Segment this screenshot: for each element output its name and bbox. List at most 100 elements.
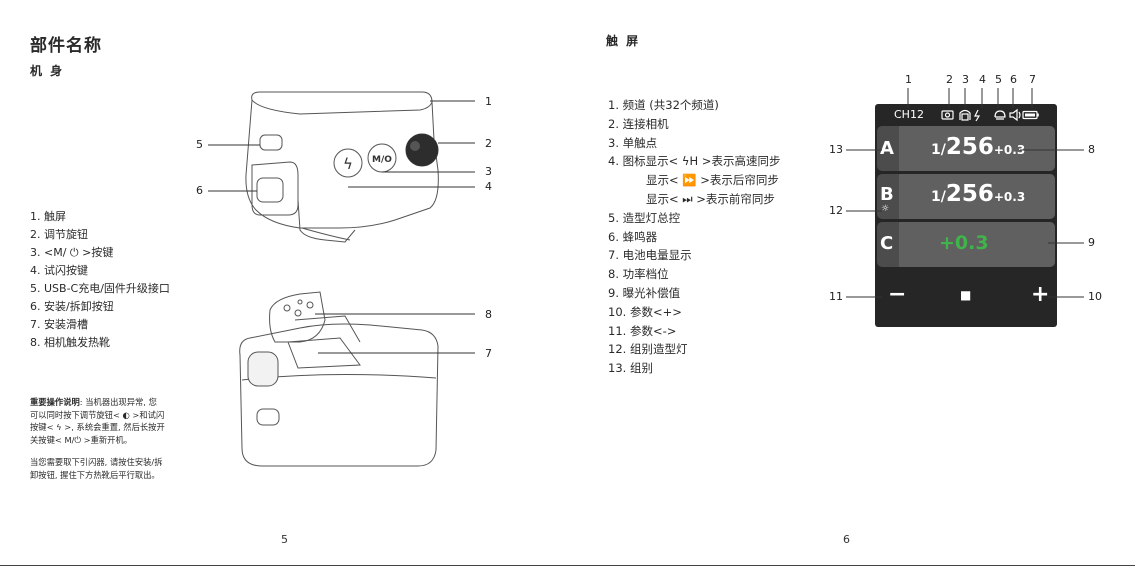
callout-number: 2 <box>485 137 492 150</box>
list-item: 13. 组别 <box>608 361 653 376</box>
callout-number: 1 <box>485 95 492 108</box>
plus-button[interactable]: + <box>1031 282 1050 307</box>
buzzer-icon <box>1009 108 1018 122</box>
group-c-strip <box>899 222 1055 267</box>
callout-number: 7 <box>485 347 492 360</box>
group-label: A <box>880 138 894 159</box>
group-modeling-light-icon: ☼ <box>881 204 890 214</box>
list-item: 6. 蜂鸣器 <box>608 229 658 244</box>
exposure-compensation-value: +0.3 <box>939 232 989 254</box>
removal-note: 当您需要取下引闪器, 请按住安装/拆 卸按钮, 握住下方热靴后平行取出。 <box>30 456 163 481</box>
page-number: 5 <box>281 533 288 546</box>
list-item: 5. USB-C充电/固件升级接口 <box>30 282 170 295</box>
important-note: 重要操作说明: 当机器出现异常, 您 可以同时按下调节旋钮< ◐ >和试闪 按键… <box>30 396 165 446</box>
callout-number: 6 <box>1010 73 1017 86</box>
group-c-row[interactable]: C +0.3 <box>877 222 1055 267</box>
adjust-dial <box>405 133 439 167</box>
list-item: 8. 功率档位 <box>608 267 669 282</box>
callout-number: 8 <box>1088 143 1095 156</box>
note-line: 当您需要取下引闪器, 请按住安装/拆 <box>30 457 163 467</box>
shoe-foot <box>297 199 356 243</box>
hot-shoe <box>269 291 326 343</box>
callout-number: 5 <box>995 73 1002 86</box>
status-icons <box>941 108 1039 122</box>
callout-number: 6 <box>196 184 203 197</box>
note-line: 关按键< M/⏻ >重新开机。 <box>30 434 133 445</box>
list-item: 11. 参数<-> <box>608 323 677 338</box>
callout-number: 4 <box>979 73 986 86</box>
device-bottom-body <box>239 323 439 467</box>
mount-release-block <box>251 161 299 216</box>
list-item: 显示< ⏩ >表示后帘同步 <box>646 173 779 188</box>
list-item: 1. 触屏 <box>30 210 66 223</box>
callout-number: 2 <box>946 73 953 86</box>
callout-number: 9 <box>1088 236 1095 249</box>
mount-release-button <box>256 177 284 203</box>
single-contact-icon <box>959 109 971 120</box>
power-level: 1/256+0.3 <box>931 181 1026 207</box>
note-line: 卸按钮, 握住下方热靴后平行取出。 <box>30 469 160 480</box>
callout-number: 5 <box>196 138 203 151</box>
note-bold-label: 重要操作说明 <box>30 397 80 407</box>
device-top-edge <box>251 99 433 115</box>
device-illustration: ϟ M/O <box>208 91 475 467</box>
page-number: 6 <box>843 533 850 546</box>
usb-port <box>259 134 283 151</box>
callout-number: 4 <box>485 180 492 193</box>
mount-knob <box>247 351 279 387</box>
list-item: 12. 组别造型灯 <box>608 342 688 357</box>
note-line: 可以同时按下调节旋钮< ◐ >和试闪 <box>30 409 165 420</box>
list-item: 4. 试闪按键 <box>30 264 88 277</box>
list-item: 10. 参数<+> <box>608 304 682 319</box>
hss-icon <box>974 109 981 122</box>
list-item: 4. 图标显示< ϟH >表示高速同步 <box>608 154 781 169</box>
minus-button[interactable]: − <box>888 282 907 307</box>
list-item: 2. 连接相机 <box>608 116 669 131</box>
note-line: : 当机器出现异常, 您 <box>79 397 157 407</box>
parts-list: 1. 触屏 2. 调节旋钮 3. <M/ ⏻ >按键 4. 试闪按键 5. US… <box>30 208 170 352</box>
page-title: 部件名称 <box>30 36 102 56</box>
list-item: 7. 电池电量显示 <box>608 248 692 263</box>
power-level: 1/256+0.3 <box>931 134 1026 160</box>
note-line: 按键< ϟ >, 系统会重置, 然后长按开 <box>30 422 165 433</box>
group-label: B <box>880 184 894 205</box>
test-flash-button <box>333 148 363 178</box>
page-title: 触 屏 <box>606 34 641 48</box>
callout-number: 13 <box>829 143 843 156</box>
callout-number: 7 <box>1029 73 1036 86</box>
callout-number: 8 <box>485 308 492 321</box>
list-item: 3. <M/ ⏻ >按键 <box>30 246 114 259</box>
lower-port <box>256 408 280 426</box>
callout-number: 3 <box>485 165 492 178</box>
bottom-divider <box>0 565 1135 566</box>
screen-legend-list: 1. 频道 (共32个频道) 2. 连接相机 3. 单触点 4. 图标显示< ϟ… <box>608 96 780 378</box>
callout-number: 12 <box>829 204 843 217</box>
device-top-body <box>245 91 439 229</box>
group-b-row[interactable]: B ☼ 1/256+0.3 <box>877 174 1055 219</box>
list-item: 7. 安装滑槽 <box>30 318 88 331</box>
callout-number: 11 <box>829 290 843 303</box>
channel-label: CH12 <box>894 108 924 121</box>
list-item: 6. 安装/拆卸按钮 <box>30 300 114 313</box>
list-item: 8. 相机触发热靴 <box>30 336 110 349</box>
group-b-strip <box>899 174 1055 219</box>
stop-button[interactable]: ■ <box>960 288 972 302</box>
battery-icon <box>1022 110 1038 120</box>
list-item: 显示< ⏭ >表示前帘同步 <box>646 191 775 206</box>
list-item: 1. 频道 (共32个频道) <box>608 98 719 112</box>
group-a-row[interactable]: A 1/256+0.3 <box>877 126 1055 171</box>
callout-number: 3 <box>962 73 969 86</box>
list-item: 3. 单触点 <box>608 135 658 150</box>
section-subtitle: 机 身 <box>30 64 65 78</box>
modeling-light-icon <box>994 110 1006 120</box>
camera-icon <box>941 110 954 120</box>
callout-number: 10 <box>1088 290 1102 303</box>
callout-number: 1 <box>905 73 912 86</box>
group-label: C <box>880 233 894 254</box>
mode-button-glyph: M/O <box>372 155 392 165</box>
list-item: 9. 曝光补偿值 <box>608 285 681 300</box>
callout-lines <box>846 88 1084 298</box>
group-a-strip <box>899 126 1055 171</box>
list-item: 5. 造型灯总控 <box>608 210 681 225</box>
list-item: 2. 调节旋钮 <box>30 228 88 241</box>
